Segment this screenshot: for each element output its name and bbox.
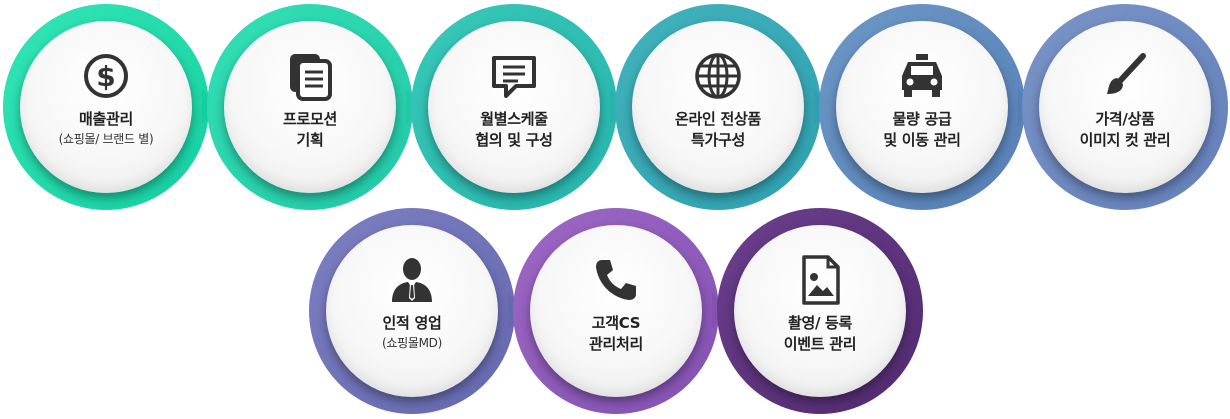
brush-icon <box>1039 47 1211 105</box>
step-sales-management: $ 매출관리 (쇼핑몰/ 브랜드 별) <box>3 4 220 210</box>
step-label: 물량 공급 및 이동 관리 <box>840 109 1004 151</box>
step-title: 인적 영업 <box>382 314 442 332</box>
step-subtitle: (쇼핑몰/ 브랜드 별) <box>58 132 154 146</box>
image-file-icon <box>734 251 906 309</box>
step-disc: 프로모션 기획 <box>224 21 396 193</box>
step-title-line2: 협의 및 구성 <box>475 131 553 149</box>
step-title: 가격/상품 <box>1095 110 1155 128</box>
step-disc: 가격/상품 이미지 컷 관리 <box>1039 21 1211 193</box>
step-personal-sales: 인적 영업 (쇼핑몰MD) <box>309 208 526 414</box>
phone-icon <box>530 251 702 309</box>
svg-text:$: $ <box>96 60 115 93</box>
step-supply-management: 물량 공급 및 이동 관리 <box>819 4 1036 210</box>
step-label: 프로모션 기획 <box>228 109 392 151</box>
step-title-line2: 기획 <box>296 131 324 149</box>
taxi-icon <box>836 47 1008 105</box>
documents-icon <box>224 47 396 105</box>
step-disc: 고객CS 관리처리 <box>530 225 702 397</box>
step-label: 인적 영업 (쇼핑몰MD) <box>330 313 494 352</box>
step-title-line2: 및 이동 관리 <box>883 131 961 149</box>
step-customer-cs: 고객CS 관리처리 <box>513 208 730 414</box>
step-title-line2: 관리처리 <box>588 335 643 353</box>
step-title: 프로모션 <box>282 110 337 128</box>
step-price-image: 가격/상품 이미지 컷 관리 <box>1022 4 1228 210</box>
step-disc: $ 매출관리 (쇼핑몰/ 브랜드 별) <box>20 21 192 193</box>
step-label: 온라인 전상품 특가구성 <box>636 109 800 151</box>
globe-icon <box>632 47 804 105</box>
step-title: 월별스케줄 <box>480 110 548 128</box>
step-label: 촬영/ 등록 이벤트 관리 <box>738 313 902 355</box>
step-disc: 인적 영업 (쇼핑몰MD) <box>326 225 498 397</box>
step-subtitle: (쇼핑몰MD) <box>382 336 442 350</box>
step-disc: 온라인 전상품 특가구성 <box>632 21 804 193</box>
step-label: 가격/상품 이미지 컷 관리 <box>1043 109 1207 151</box>
step-shoot-register: 촬영/ 등록 이벤트 관리 <box>717 208 923 414</box>
step-title-line2: 특가구성 <box>690 131 745 149</box>
step-title-line2: 이벤트 관리 <box>783 335 857 353</box>
person-icon <box>326 251 498 309</box>
step-title: 온라인 전상품 <box>675 110 761 128</box>
step-promotion-planning: 프로모션 기획 <box>207 4 424 210</box>
step-disc: 월별스케줄 협의 및 구성 <box>428 21 600 193</box>
step-title: 매출관리 <box>78 110 133 128</box>
step-label: 월별스케줄 협의 및 구성 <box>432 109 596 151</box>
dollar-icon: $ <box>20 47 192 105</box>
step-title-line2: 이미지 컷 관리 <box>1079 131 1171 149</box>
step-label: 매출관리 (쇼핑몰/ 브랜드 별) <box>24 109 188 148</box>
step-disc: 물량 공급 및 이동 관리 <box>836 21 1008 193</box>
step-title: 고객CS <box>591 314 641 332</box>
step-disc: 촬영/ 등록 이벤트 관리 <box>734 225 906 397</box>
step-online-special: 온라인 전상품 특가구성 <box>615 4 832 210</box>
step-title: 촬영/ 등록 <box>787 314 853 332</box>
chat-icon <box>428 47 600 105</box>
step-title: 물량 공급 <box>892 110 952 128</box>
step-label: 고객CS 관리처리 <box>534 313 698 355</box>
step-monthly-schedule: 월별스케줄 협의 및 구성 <box>411 4 628 210</box>
